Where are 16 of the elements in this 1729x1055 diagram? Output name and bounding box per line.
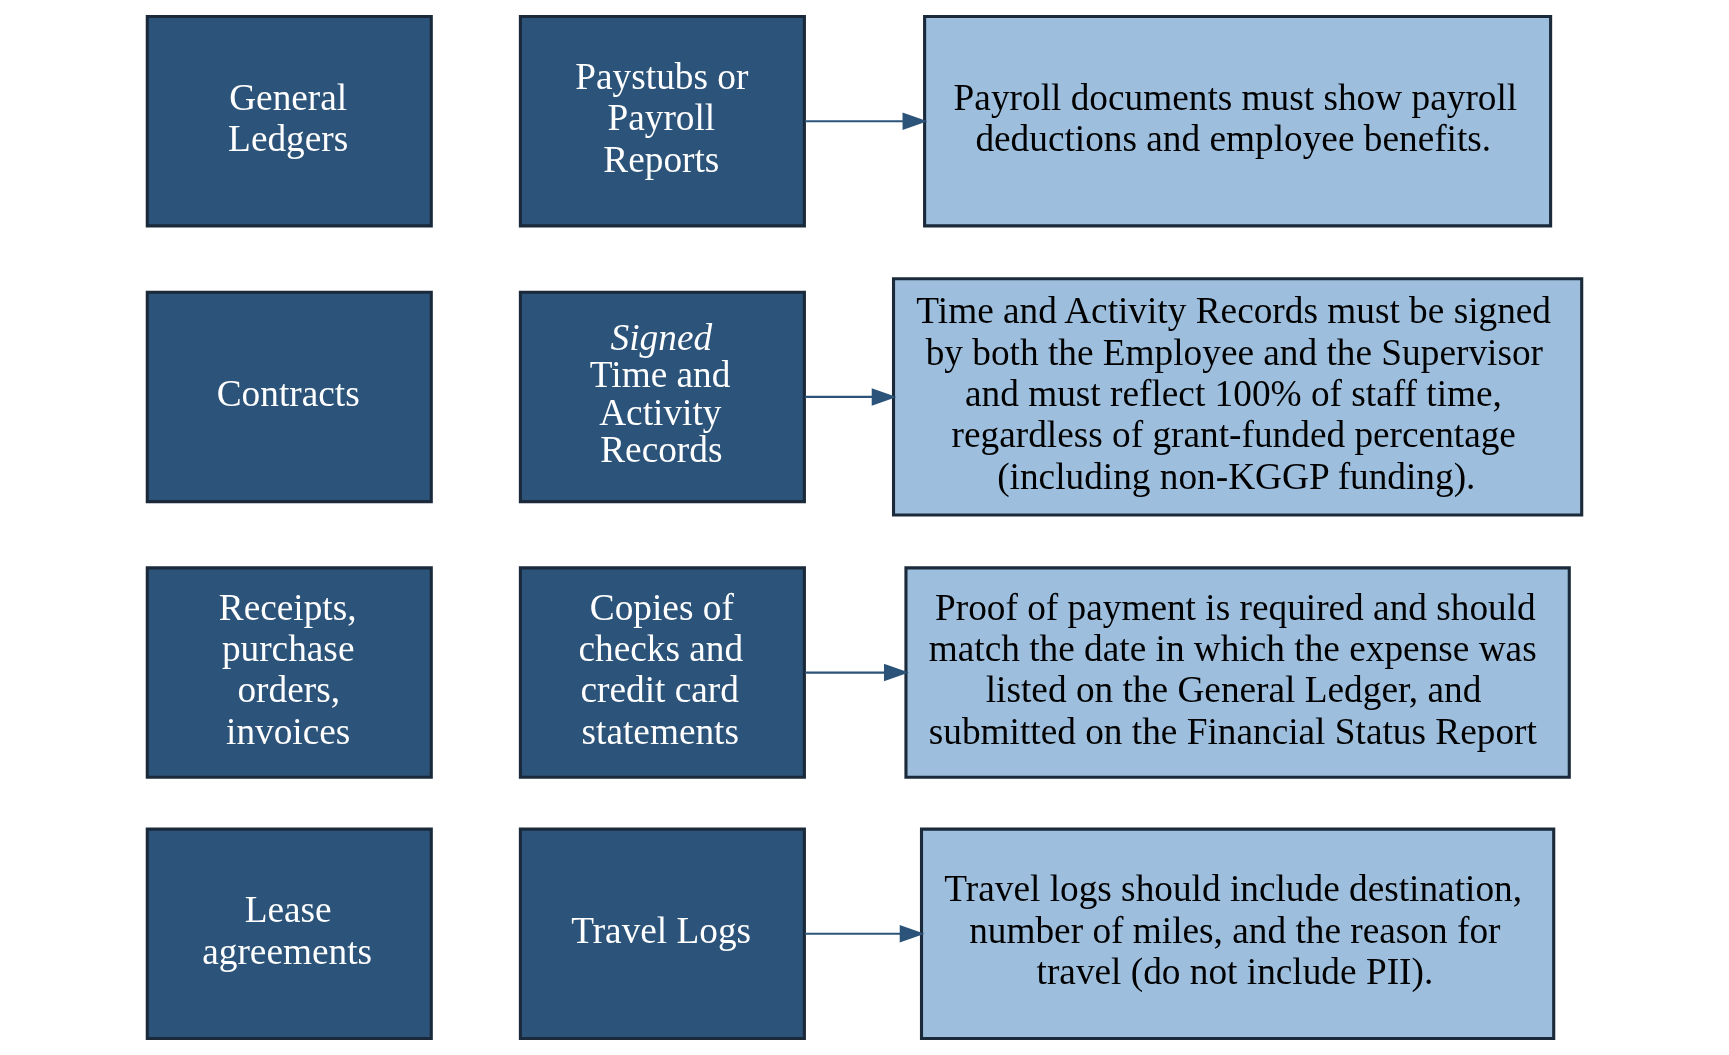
node-box: Paystubs or Payroll Reports bbox=[518, 15, 806, 228]
node-box: Receipts, purchase orders, invoices bbox=[145, 566, 433, 779]
arrow bbox=[804, 663, 909, 682]
node-box: Copies of checks and credit card statements bbox=[518, 566, 806, 779]
node-box: Signed Time and Activity Records bbox=[518, 290, 806, 504]
node-box: Contracts bbox=[145, 290, 433, 504]
node-box: Travel Logs bbox=[518, 827, 806, 1040]
arrow bbox=[804, 112, 928, 130]
node-box: Travel logs should include destination, number of miles, and the reason for travel (do not include PII). bbox=[919, 827, 1556, 1040]
node-box: Payroll documents must show payroll deductions and employee benefits. bbox=[923, 15, 1553, 228]
node-box: General Ledgers bbox=[145, 15, 433, 228]
arrow bbox=[804, 925, 925, 943]
node-box: Lease agreements bbox=[145, 827, 433, 1040]
node-box: Proof of payment is required and should match the date in which the expense was listed on the General Ledger, and submitted on the Financial Status Report bbox=[904, 566, 1571, 779]
arrow bbox=[804, 388, 897, 406]
node-box: Time and Activity Records must be signed by both the Employee and the Supervisor and must reflect 100% of staff time, regardless of grant-funded percentage (including non-KGGP funding). bbox=[891, 277, 1584, 517]
